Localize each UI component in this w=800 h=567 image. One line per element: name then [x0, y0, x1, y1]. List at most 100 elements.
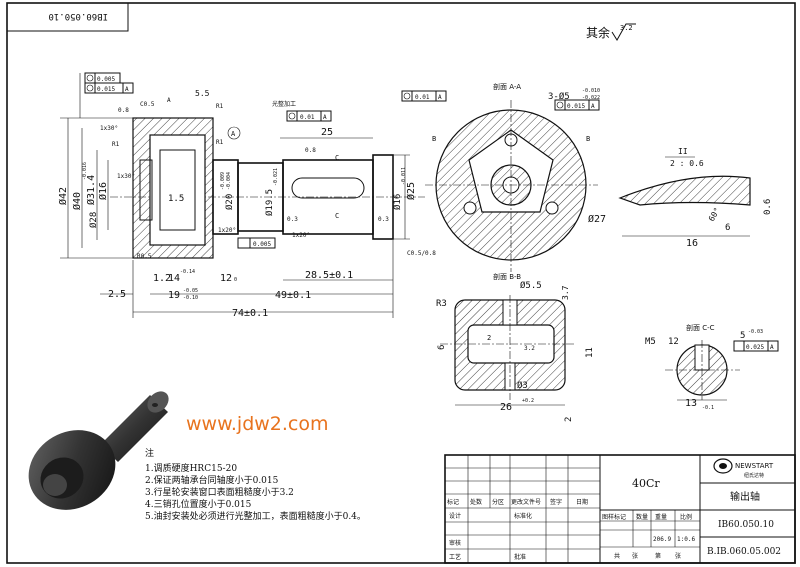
concentricity-icon [86, 74, 94, 82]
dim-14-tol: -0.14 [180, 269, 195, 275]
chamfer-1x30: 1x30° [100, 125, 118, 132]
detail-ii-scale: 2 : 0.6 [670, 159, 704, 168]
dia-31-4: Ø31.4 [85, 175, 97, 205]
tb-header-0: 标记 [447, 498, 459, 506]
cc-thread-depth: 12 [668, 337, 679, 347]
dia-20: Ø20 [224, 194, 235, 210]
aa-tol-top: 0.01 [415, 94, 430, 101]
chamfer-c05-08: C0.5/0.8 [407, 250, 436, 257]
label-a: A [167, 97, 171, 104]
dia-19-5-tol: -0.021 [273, 168, 279, 186]
tb-header-4: 签字 [550, 498, 562, 506]
bb-dim-11: 11 [585, 347, 595, 358]
surface-note: 其余 [586, 25, 610, 40]
tb-material: 40Cr [632, 477, 660, 490]
section-aa [425, 100, 598, 272]
cc-tol-ref: A [770, 344, 774, 351]
cc-dim-13-tol: -0.1 [702, 405, 714, 411]
dia-40: Ø40 [71, 192, 83, 210]
tb-row-design: 设计 [449, 512, 461, 520]
label-a2: A [231, 130, 236, 138]
notes-heading: 注 [145, 447, 154, 459]
chamfer-c: C0.5 [140, 101, 155, 108]
cc-dim-5-tol: -0.03 [748, 329, 763, 335]
dim-25: 25 [321, 127, 333, 138]
detail-ii-dim-0-6: 0.6 [763, 199, 773, 215]
dia-20-tol-up: -0.009 [220, 172, 226, 190]
note-5: 5.油封安装处必须进行光整加工，表面粗糙度小于0.4。 [145, 510, 366, 522]
bb-dim-5-5: Ø5.5 [520, 280, 542, 291]
roughness-symbol-icon [611, 23, 636, 41]
tol-box3: 0.01 [300, 114, 315, 121]
tb-row-std: 标准化 [514, 512, 532, 520]
polish-label: 光整加工 [272, 100, 296, 108]
note-4: 4.三销孔位置度小于0.015 [145, 498, 252, 510]
label-b1: B [432, 135, 436, 143]
cc-tol-box: 0.025 [746, 344, 764, 351]
dim-28-5: 28.5±0.1 [305, 270, 353, 281]
detail-ii-title: II [678, 147, 688, 156]
dim-r1-b: R1 [216, 139, 224, 146]
tb-qty-label: 数量 [636, 513, 648, 521]
bb-dim-6: 6 [437, 345, 447, 350]
cc-thread: M5 [645, 337, 656, 347]
tol-ra: 0.8 [118, 107, 129, 114]
label-c2: C [335, 212, 339, 220]
bb-dim-r3: R3 [436, 299, 447, 309]
dim-2-5: 2.5 [108, 289, 126, 300]
cc-dim-5: 5 [740, 331, 745, 341]
dia-16-b-tol: -0.011 [401, 167, 407, 185]
chamfer-1x30-b: 1x30° [117, 173, 135, 180]
tol-box3-ref: A [323, 114, 327, 121]
dim-19-tol-dn: -0.10 [183, 295, 198, 301]
ra-08-b: 0.8 [305, 147, 316, 154]
dia-16: Ø16 [97, 182, 109, 200]
label-c: C [335, 154, 339, 162]
aa-dia-5: 3-Ø5 [548, 91, 570, 102]
bb-dim-2b: 2 [564, 417, 574, 422]
corner-code: IB60.050.10 [48, 11, 108, 21]
tb-part-name: 输出轴 [730, 490, 760, 503]
chamfer-0-3-b: 0.3 [378, 216, 389, 223]
detail-ii-profile [618, 175, 751, 206]
chamfer-1x20: 1x20° [292, 232, 310, 239]
tb-weight-label: 重量 [655, 513, 667, 521]
aa-tol-box: 0.015 [567, 103, 585, 110]
dia-19-5: Ø19.5 [264, 189, 275, 216]
bb-dim-3: Ø3 [517, 380, 528, 391]
dia-20-tol-dn: -0.004 [226, 172, 232, 190]
dim-12: 12 [220, 273, 232, 284]
bb-dim-26: 26 [500, 402, 512, 413]
aa-tol-top-ref: A [438, 94, 442, 101]
tb-header-5: 日期 [576, 498, 588, 506]
dia-28: Ø28 [88, 212, 99, 228]
tb-sheet-of: 第 [655, 552, 661, 560]
watermark: www.jdw2.com [186, 413, 329, 435]
note-2: 2.保证两轴承台同轴度小于0.015 [145, 474, 279, 486]
dia-42: Ø42 [57, 187, 69, 205]
bb-dim-2: 2 [487, 334, 491, 342]
tb-header-1: 处数 [470, 498, 482, 506]
section-aa-title: 剖面 A-A [493, 82, 521, 91]
detail-ii-dim-6: 6 [725, 223, 730, 233]
bb-dim-3-7: 3.7 [561, 285, 570, 300]
tol-box1: 0.005 [97, 76, 115, 83]
company-logo-icon [713, 458, 733, 474]
aa-dia-5-tol-up: -0.010 [582, 88, 600, 94]
note-1: 1.调质硬度HRC15-20 [145, 462, 237, 474]
bb-dim-26-tol: +0.2 [522, 398, 534, 404]
dia-40-tol: -0.016 [82, 162, 88, 180]
title-block [444, 454, 796, 564]
dim-19: 19 [168, 290, 180, 301]
position-icon [403, 92, 411, 100]
section-bb [440, 295, 575, 406]
tb-sheets-label: 张 [632, 552, 638, 560]
dim-12-tol: 0 [234, 277, 237, 283]
sheet-border [6, 2, 796, 564]
chamfer-0-3: 0.3 [287, 216, 298, 223]
tb-sheet-label: 张 [675, 552, 681, 560]
tol-box4: 0.005 [253, 241, 271, 248]
surface-symbol-value: 3.2 [620, 24, 633, 32]
